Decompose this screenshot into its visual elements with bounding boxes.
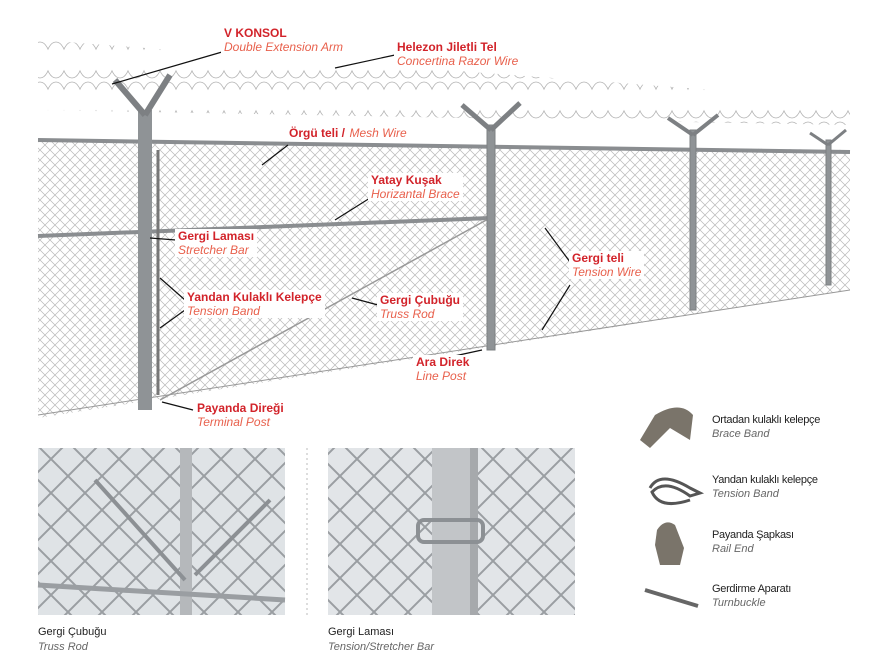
label-tr: Payanda Direği [197, 401, 284, 415]
label-tr: Gergi teli [572, 251, 625, 265]
label-tr: Yatay Kuşak [371, 173, 442, 187]
brace-band-icon [640, 407, 693, 448]
label-en: Stretcher Bar [178, 243, 249, 257]
label-tr: V KONSOL [224, 26, 287, 40]
horizontal-brace [37, 216, 491, 238]
label-tr: Yandan Kulaklı Kelepçe [187, 290, 322, 304]
part-name-en: Brace Band [712, 428, 770, 440]
caption-en: Tension/Stretcher Bar [328, 641, 434, 653]
label-en: Double Extension Arm [224, 40, 343, 54]
line-post [460, 101, 847, 351]
rail-end-icon [655, 522, 684, 565]
caption-tr: Gergi Çubuğu [38, 626, 107, 638]
part-name-en: Tension Band [712, 488, 779, 500]
label-en: Concertina Razor Wire [397, 54, 519, 68]
caption-en: Truss Rod [38, 641, 88, 653]
label-en: Line Post [416, 369, 467, 383]
turnbuckle-icon [644, 588, 699, 608]
label-en: Truss Rod [380, 307, 435, 321]
label-en: Horizantal Brace [371, 187, 460, 201]
part-name: Payanda Şapkası [712, 529, 794, 541]
label-orgu: Örgü teli / Mesh Wire [286, 126, 410, 140]
label-tr: Örgü teli / [289, 126, 346, 140]
caption-tr: Gergi Laması [328, 626, 395, 638]
terminal-post [112, 73, 173, 410]
label-tr: Helezon Jiletli Tel [397, 40, 497, 54]
part-name: Gerdirme Aparatı [712, 583, 791, 595]
part-name: Ortadan kulaklı kelepçe [712, 414, 821, 426]
part-name-en: Turnbuckle [712, 597, 766, 609]
label-tr: Ara Direk [416, 355, 470, 369]
mesh-wire [38, 140, 850, 418]
label-en: Terminal Post [197, 415, 270, 429]
label-en: Mesh Wire [349, 126, 407, 140]
label-en: Tension Wire [572, 265, 642, 279]
label-tr: Gergi Laması [178, 229, 255, 243]
part-name: Yandan kulaklı kelepçe [712, 474, 818, 486]
label-tr: Gergi Çubuğu [380, 293, 460, 307]
tension-band-icon [648, 477, 705, 506]
truss-rod-photo [37, 448, 286, 615]
part-name-en: Rail End [712, 543, 754, 555]
label-en: Tension Band [187, 304, 260, 318]
stretcher-bar-photo [328, 448, 575, 615]
razor-wire [38, 40, 850, 125]
truss-rod [159, 217, 491, 401]
